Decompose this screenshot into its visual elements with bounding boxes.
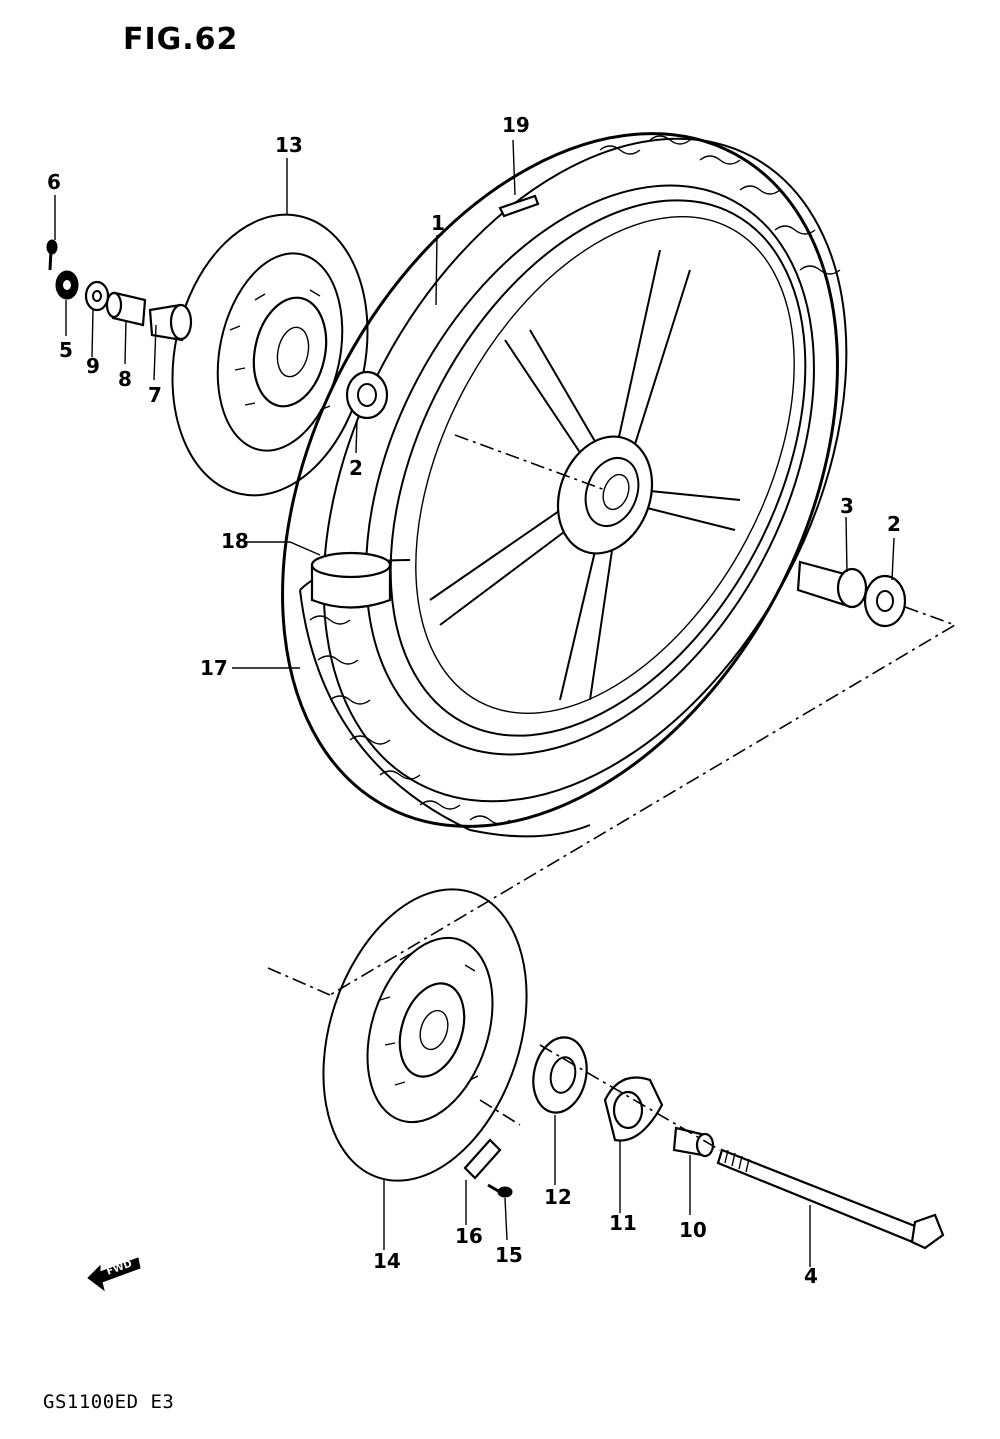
cotter-pin-6 — [46, 239, 58, 271]
callout-4: 4 — [804, 1264, 818, 1288]
callout-14: 14 — [373, 1249, 401, 1273]
figure-title: FIG.62 — [123, 22, 239, 57]
callout-3: 3 — [840, 494, 854, 518]
callout-12: 12 — [544, 1185, 572, 1209]
speedometer-gearbox-11 — [603, 1076, 664, 1142]
forward-direction-arrow-icon: FWD — [87, 1257, 141, 1292]
axis-centerlines — [267, 434, 957, 1151]
left-bearing-2 — [345, 370, 389, 420]
leader-lines — [54, 139, 895, 1267]
callout-18: 18 — [221, 529, 249, 553]
left-collar-8 — [105, 291, 147, 327]
bolt-15 — [487, 1183, 513, 1198]
dust-seal-12 — [532, 1036, 588, 1114]
lock-plate-16 — [463, 1138, 502, 1180]
right-bearing-2 — [863, 574, 907, 628]
callout-1: 1 — [431, 211, 445, 235]
callout-2-left: 2 — [349, 456, 363, 480]
callout-8: 8 — [118, 367, 132, 391]
callout-17: 17 — [200, 656, 228, 680]
callout-13: 13 — [275, 133, 303, 157]
left-brake-disc — [171, 213, 369, 497]
callout-2-right: 2 — [887, 512, 901, 536]
washer-9 — [84, 280, 110, 312]
left-spacer-7 — [148, 303, 193, 342]
cast-wheel-rim — [365, 184, 815, 756]
callout-11: 11 — [609, 1211, 637, 1235]
valve-cap — [310, 551, 392, 609]
front-axle-4 — [716, 1148, 945, 1250]
model-code: GS1100ED E3 — [43, 1391, 175, 1413]
rim-band-part — [498, 194, 540, 218]
callout-7: 7 — [148, 383, 162, 407]
tire — [281, 132, 848, 838]
callout-16: 16 — [455, 1224, 483, 1248]
callout-6: 6 — [47, 170, 61, 194]
callout-19: 19 — [502, 113, 530, 137]
callout-10: 10 — [679, 1218, 707, 1242]
callout-15: 15 — [495, 1243, 523, 1267]
callout-9: 9 — [86, 354, 100, 378]
nut-5 — [55, 270, 79, 300]
callout-5: 5 — [59, 338, 73, 362]
callout-numbers: 1 2 2 3 4 5 6 7 8 9 10 11 12 13 14 15 16… — [47, 113, 901, 1288]
right-spacer-3 — [796, 560, 868, 609]
front-brake-disc — [322, 888, 528, 1182]
